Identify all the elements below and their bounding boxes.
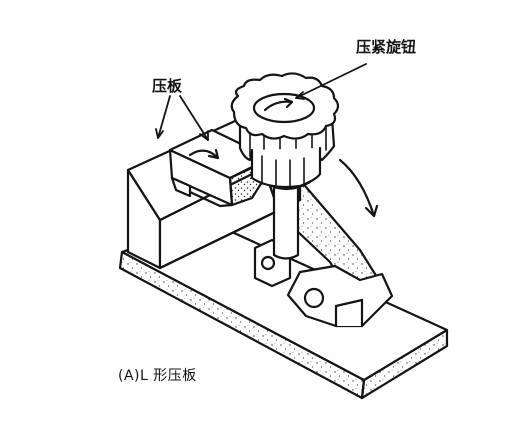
arm-swing-arrow-icon <box>338 158 379 218</box>
plate-rotation-arrow-icon <box>188 148 220 160</box>
leader-lines <box>155 63 367 141</box>
figure-caption: (A)L 形压板 <box>118 368 197 384</box>
label-clamp-knob: 压紧旋钮 <box>356 38 417 56</box>
label-pressure-plate: 压板 <box>152 77 183 95</box>
knurled-knob-icon <box>230 72 340 189</box>
hinge-bracket <box>286 264 394 328</box>
